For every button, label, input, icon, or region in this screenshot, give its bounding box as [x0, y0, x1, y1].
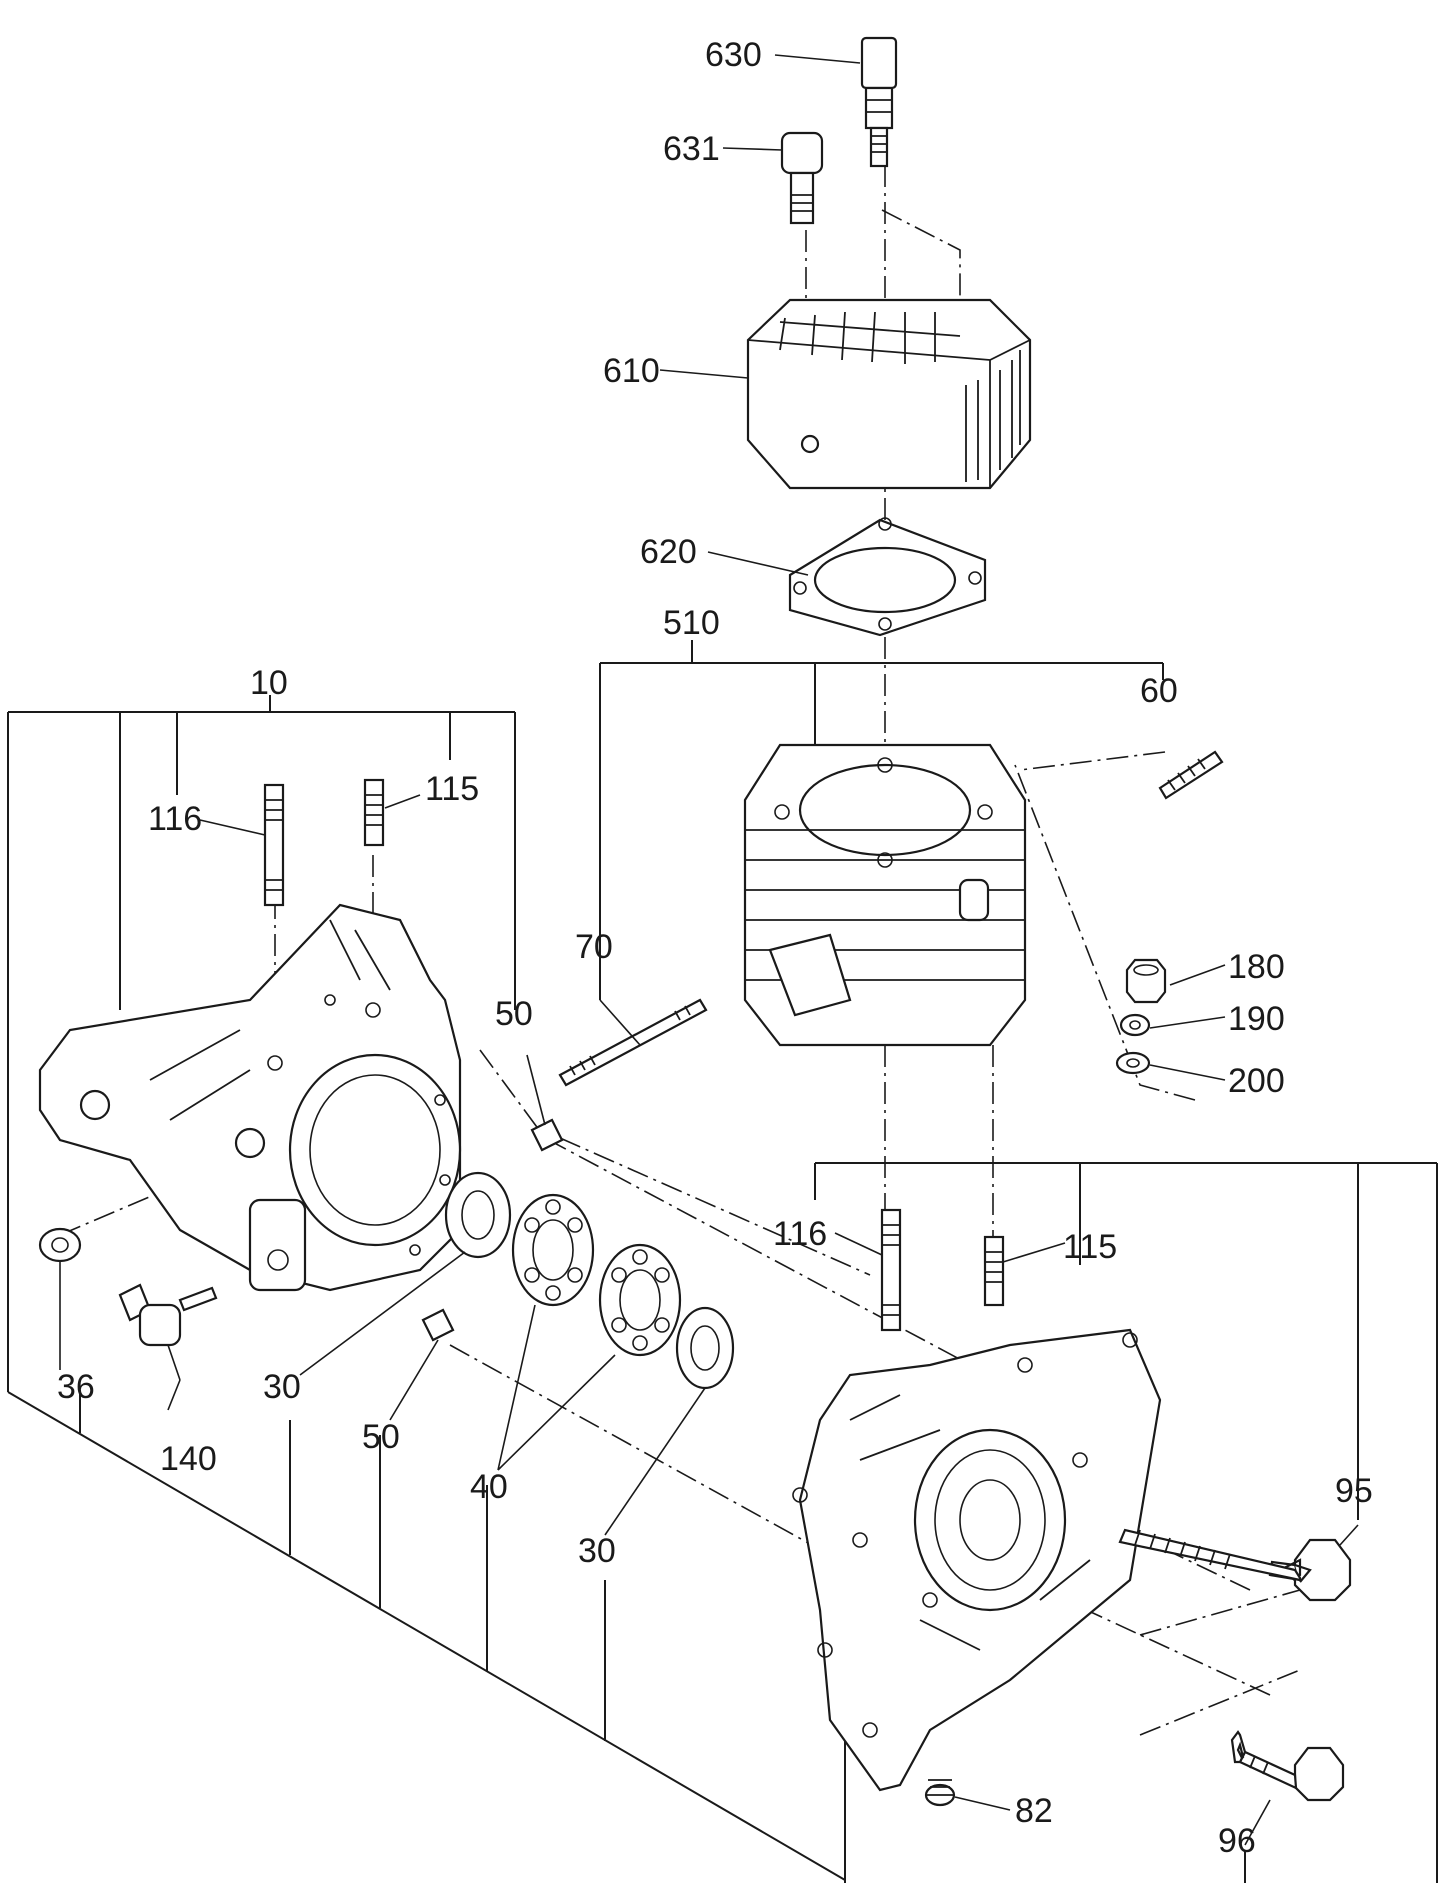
callout-116-lower: 116	[773, 1215, 827, 1253]
part-610-cylinder-head	[746, 298, 1032, 490]
callout-96: 96	[1218, 1822, 1256, 1860]
part-95-bolt	[1118, 1528, 1352, 1602]
part-115-stud-lower	[983, 1235, 1005, 1307]
part-36-seal	[38, 1227, 82, 1263]
callout-200: 200	[1228, 1062, 1285, 1100]
callout-50-upper: 50	[495, 995, 533, 1033]
callout-40: 40	[470, 1468, 508, 1506]
group-bracket-10	[7, 695, 846, 1881]
callout-115-upper: 115	[425, 770, 479, 808]
callout-631: 631	[663, 130, 720, 168]
callout-30-left: 30	[263, 1368, 301, 1406]
part-crankcase-right	[792, 1328, 1162, 1792]
callout-10: 10	[250, 664, 288, 702]
callout-610: 610	[603, 352, 660, 390]
callout-630: 630	[705, 36, 762, 74]
part-40-bearing-left	[511, 1193, 595, 1307]
part-96-bolt	[1230, 1730, 1345, 1802]
part-200-washer	[1115, 1051, 1151, 1075]
callout-50-lower: 50	[362, 1418, 400, 1456]
part-190-lock-washer	[1119, 1013, 1151, 1037]
part-630-fitting	[860, 36, 898, 168]
part-10-crankcase-left	[38, 903, 462, 1292]
callout-115-lower: 115	[1063, 1228, 1117, 1266]
part-40-bearing-right	[598, 1243, 682, 1357]
part-50-dowel-lower	[421, 1308, 455, 1342]
callout-190: 190	[1228, 1000, 1285, 1038]
part-30-seal-left	[444, 1171, 512, 1259]
part-180-nut	[1125, 958, 1167, 1004]
callout-labels: 630 631 610 620 510 60 10 116 115 70 50 …	[57, 36, 1373, 1860]
part-116-stud-lower	[880, 1208, 902, 1332]
group-bracket-510	[599, 640, 1164, 1000]
callout-140: 140	[160, 1440, 217, 1478]
part-60-stud	[1158, 750, 1224, 800]
callout-116-upper: 116	[148, 800, 202, 838]
part-70-stud	[558, 998, 708, 1087]
callout-36: 36	[57, 1368, 95, 1406]
callout-95: 95	[1335, 1472, 1373, 1510]
callout-70: 70	[575, 928, 613, 966]
part-140-fitting	[118, 1283, 218, 1381]
part-510-cylinder	[743, 743, 1027, 1047]
callout-180: 180	[1228, 948, 1285, 986]
callout-510: 510	[663, 604, 720, 642]
part-116-stud-upper	[263, 783, 285, 907]
part-82-plug	[924, 1779, 956, 1807]
callout-82: 82	[1015, 1792, 1053, 1830]
part-631-bolt	[780, 131, 824, 225]
part-620-gasket	[788, 517, 987, 637]
part-30-seal-right	[675, 1306, 735, 1390]
callout-60: 60	[1140, 672, 1178, 710]
callout-leaders	[59, 54, 1359, 1846]
part-115-stud-upper	[363, 778, 385, 847]
callout-620: 620	[640, 533, 697, 571]
callout-30-right: 30	[578, 1532, 616, 1570]
